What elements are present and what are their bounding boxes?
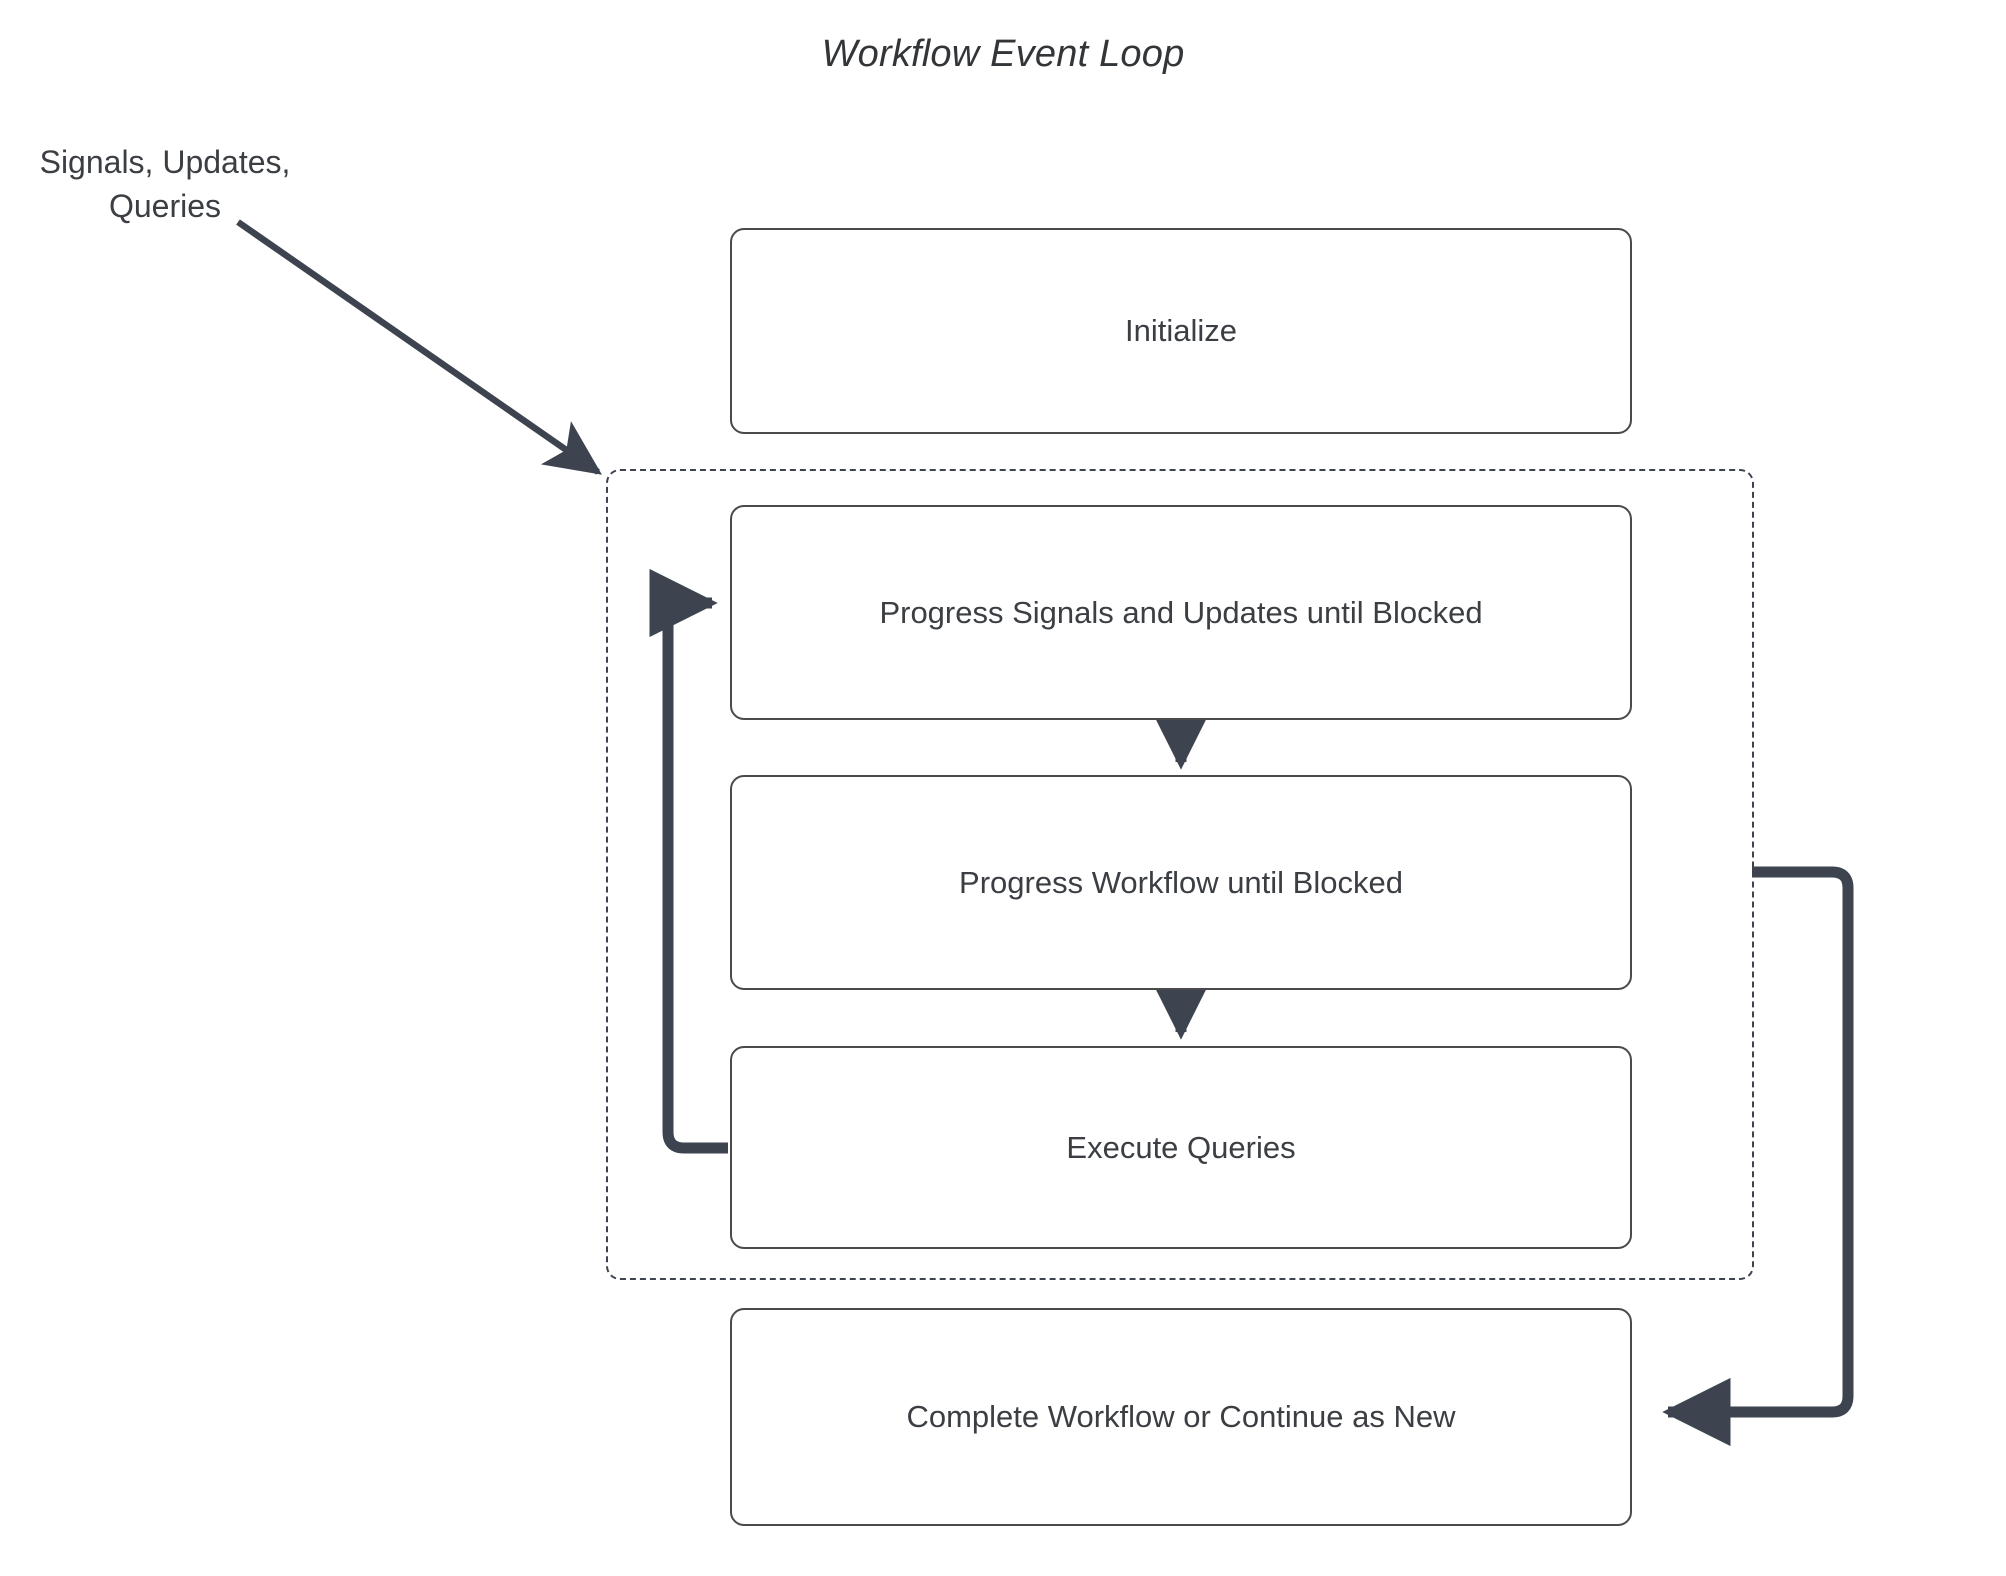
external-inputs-label-line-1: Signals, Updates, <box>39 144 291 180</box>
node-complete-workflow[interactable]: Complete Workflow or Continue as New <box>730 1308 1632 1526</box>
node-execute-queries-label: Execute Queries <box>1066 1129 1296 1165</box>
external-inputs-label-line-2: Queries <box>108 188 222 224</box>
event-loop-group <box>606 469 1754 1280</box>
node-execute-queries[interactable]: Execute Queries <box>730 1046 1632 1249</box>
node-progress-workflow-label: Progress Workflow until Blocked <box>959 864 1403 900</box>
edge-external-to-loop <box>236 219 603 475</box>
node-initialize-label: Initialize <box>1125 313 1237 348</box>
external-inputs-label: Signals, Updates, Queries <box>20 140 310 228</box>
page-title: Workflow Event Loop <box>821 33 1185 75</box>
node-complete-workflow-label: Complete Workflow or Continue as New <box>906 1399 1456 1434</box>
node-progress-signals[interactable]: Progress Signals and Updates until Block… <box>730 505 1632 720</box>
node-initialize[interactable]: Initialize <box>730 228 1632 434</box>
node-progress-workflow[interactable]: Progress Workflow until Blocked <box>730 775 1632 990</box>
node-progress-signals-label: Progress Signals and Updates until Block… <box>879 594 1483 630</box>
